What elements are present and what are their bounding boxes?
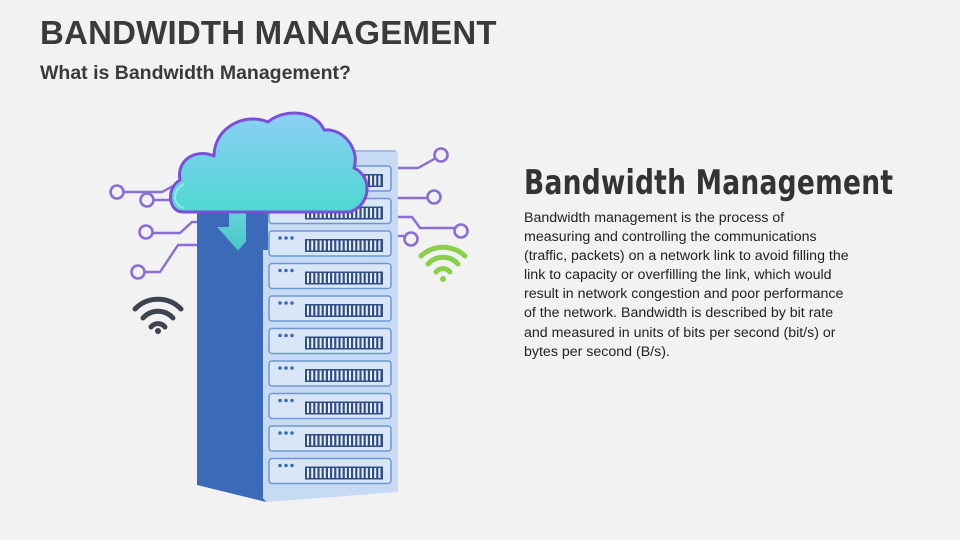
slide-title: BANDWIDTH MANAGEMENT	[40, 14, 497, 51]
circuit-node-icon	[138, 224, 154, 240]
circuit-lines-right	[395, 156, 456, 238]
server-slot	[268, 262, 392, 290]
circuit-node-icon	[426, 189, 442, 205]
circuit-nodes-right	[403, 147, 469, 247]
circuit-node-icon	[139, 192, 155, 208]
circuit-node-icon	[130, 264, 146, 280]
server-slot	[268, 360, 392, 387]
content-heading: Bandwidth Management	[524, 163, 894, 203]
circuit-nodes-left	[109, 184, 155, 280]
server-slot	[268, 425, 392, 452]
circuit-node-icon	[109, 184, 125, 200]
server-slot	[268, 230, 392, 257]
circuit-node-icon	[453, 223, 469, 239]
content-body: Bandwidth management is the process of m…	[524, 210, 849, 360]
circuit-node-icon	[403, 231, 419, 247]
server-illustration	[109, 111, 469, 502]
server-slot	[268, 327, 392, 355]
server-slot	[268, 295, 392, 322]
slide-subtitle: What is Bandwidth Management?	[40, 62, 351, 84]
server-slot	[268, 392, 392, 420]
cloud-icon	[169, 111, 369, 214]
server-slot	[268, 457, 392, 485]
wifi-icon	[132, 296, 184, 334]
wifi-icon	[418, 244, 468, 282]
circuit-node-icon	[433, 147, 449, 163]
